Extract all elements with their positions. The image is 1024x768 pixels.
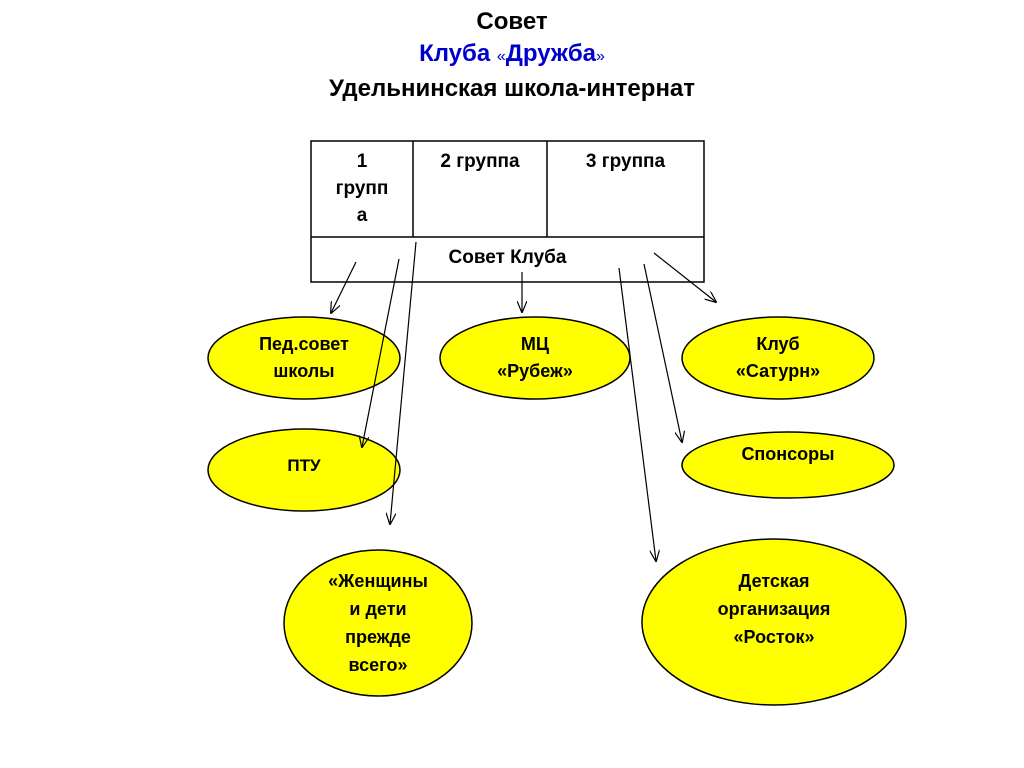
arrow-to-women — [390, 241, 417, 524]
node-rostok-line: «Росток» — [733, 627, 815, 647]
node-women-line: прежде — [345, 627, 411, 647]
node-saturn-line: Клуб — [756, 334, 800, 354]
node-women-shape — [283, 549, 473, 697]
node-women-line: всего» — [348, 655, 408, 675]
node-rostok-shape — [641, 538, 907, 706]
table-cell-council: Совет Клуба — [448, 247, 567, 268]
title-line-1: Совет — [476, 8, 548, 35]
node-rostok-line: организация — [717, 599, 831, 619]
node-pedsovet-shape — [207, 316, 401, 400]
group-1-line: 1 — [356, 151, 368, 172]
arrow-to-sponsors — [643, 263, 682, 442]
node-sponsors-shape — [681, 431, 895, 499]
node-pedsovet-line: Пед.совет — [259, 334, 349, 354]
arrow-to-rostok — [618, 267, 656, 561]
node-pedsovet-line: школы — [273, 361, 335, 381]
node-ptu-line: ПТУ — [287, 456, 321, 475]
node-rostok: Детская организация «Росток» — [642, 567, 906, 651]
arrow-to-ptu — [362, 258, 400, 447]
diagram-title: Совет Клуба «Дружба» Удельнинская школа-… — [0, 6, 1024, 105]
node-ptu-shape — [207, 428, 401, 512]
node-saturn: Клуб «Сатурн» — [682, 331, 874, 385]
node-women-line: и дети — [349, 599, 407, 619]
arrow-to-pedsovet — [331, 261, 357, 313]
node-sponsors: Спонсоры — [682, 441, 894, 468]
table-border — [310, 140, 705, 283]
title-club-name: Дружба — [505, 40, 597, 67]
table-cell-group-1: 1 групп а — [311, 148, 413, 229]
arrow-to-saturn — [653, 252, 716, 302]
node-pedsovet: Пед.совет школы — [208, 331, 400, 385]
title-quote-close: » — [596, 48, 605, 65]
table-cell-group-2: 2 группа — [440, 151, 520, 172]
node-women: «Женщины и дети прежде всего» — [284, 567, 472, 679]
group-1-line: а — [356, 205, 368, 226]
node-mc-line: «Рубеж» — [497, 361, 573, 381]
node-women-line: «Женщины — [328, 571, 428, 591]
title-line-3: Удельнинская школа-интернат — [328, 75, 696, 102]
group-1-line: групп — [335, 178, 389, 199]
node-saturn-shape — [681, 316, 875, 400]
node-sponsors-line: Спонсоры — [741, 444, 835, 464]
table-cell-group-3: 3 группа — [585, 151, 666, 172]
title-line-2: Клуба «Дружба» — [0, 38, 1024, 73]
node-ptu: ПТУ — [208, 452, 400, 479]
node-mc-line: МЦ — [520, 334, 550, 354]
node-mc: МЦ «Рубеж» — [440, 331, 630, 385]
node-rostok-line: Детская — [738, 571, 810, 591]
title-club-word: Клуба — [419, 40, 491, 67]
node-saturn-line: «Сатурн» — [735, 361, 821, 381]
title-quote-open: « — [496, 48, 506, 65]
